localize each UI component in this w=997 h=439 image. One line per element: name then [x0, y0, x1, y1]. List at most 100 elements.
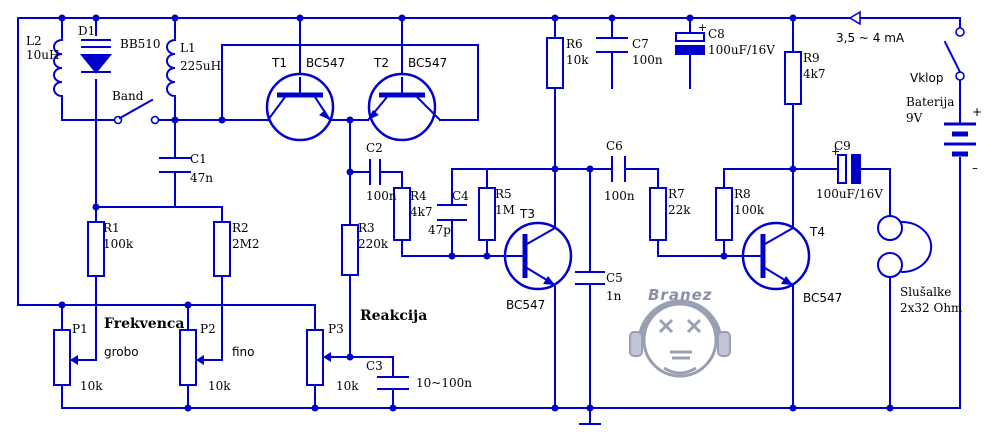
label-c4: C4 [452, 189, 469, 203]
label-p1: P1 [72, 322, 88, 336]
capacitor-c2 [369, 159, 381, 185]
label-c3-value: 10~100n [416, 376, 472, 390]
label-t3-type: BC547 [506, 298, 545, 312]
label-p2-value: 10k [208, 379, 231, 393]
label-r1: R1 [103, 221, 120, 235]
label-c6-value: 100n [604, 189, 635, 203]
capacitor-c3 [377, 376, 409, 390]
resistor-r7 [649, 187, 667, 241]
label-baterija-value: 9V [906, 111, 923, 125]
label-vklop: Vklop [910, 71, 943, 85]
transistor-t4 [741, 221, 811, 291]
resistor-r8 [715, 187, 733, 241]
svg-text:+: + [831, 145, 840, 158]
potentiometer-p2 [179, 329, 204, 386]
label-battery-minus: – [972, 161, 978, 175]
label-slusalke-value: 2x32 Ohm [900, 301, 963, 315]
power-switch [943, 27, 965, 81]
resistor-r4 [393, 187, 411, 241]
headphones-icon [877, 215, 933, 278]
label-c5-value: 1n [606, 289, 622, 303]
label-d1: D1 [78, 24, 95, 38]
label-r1-value: 100k [103, 237, 134, 251]
capacitor-c4 [437, 204, 467, 221]
label-r5-value: 1M [495, 203, 515, 217]
label-watermark: Branez [648, 286, 713, 304]
capacitor-c6 [611, 156, 626, 182]
label-c2-value: 100n [366, 189, 397, 203]
label-l1-value: 225uH [180, 59, 221, 73]
resistor-r5 [478, 187, 496, 241]
label-r7: R7 [668, 187, 685, 201]
label-p3-value: 10k [336, 379, 359, 393]
label-r4: R4 [410, 189, 427, 203]
resistor-r9 [784, 51, 802, 105]
resistor-r1 [87, 221, 105, 277]
label-fino: fino [232, 345, 255, 359]
label-t1-type: BC547 [306, 56, 345, 70]
label-p3: P3 [328, 322, 344, 336]
label-r9: R9 [803, 51, 820, 65]
label-r2: R2 [232, 221, 249, 235]
label-t3: T3 [519, 207, 535, 221]
label-r6: R6 [566, 37, 583, 51]
capacitor-c9: + [831, 145, 861, 184]
label-c1: C1 [190, 152, 207, 166]
label-c5: C5 [606, 271, 623, 285]
resistor-r2 [213, 221, 231, 277]
capacitor-c1 [159, 157, 191, 173]
label-band: Band [112, 89, 144, 103]
label-l2: L2 [26, 34, 42, 48]
current-arrow-icon [848, 10, 861, 26]
label-r5: R5 [495, 187, 512, 201]
label-grobo: grobo [104, 345, 139, 359]
label-c1-value: 47n [190, 171, 213, 185]
varicap-diode-d1 [79, 39, 113, 74]
junction-dots [58, 14, 894, 412]
label-r3-value: 220k [358, 237, 389, 251]
label-c9-value: 100uF/16V [816, 187, 883, 201]
label-r8: R8 [734, 187, 751, 201]
label-c8: C8 [708, 27, 725, 41]
label-c2: C2 [366, 141, 383, 155]
label-l2-value: 10uH [26, 48, 59, 62]
label-battery-plus: + [972, 105, 982, 119]
battery-icon [944, 122, 976, 157]
resistor-r6 [546, 37, 564, 89]
capacitor-c8: + [675, 21, 707, 55]
capacitor-c5 [575, 271, 605, 285]
label-c3: C3 [366, 359, 383, 373]
label-c6: C6 [606, 139, 623, 153]
label-r2-value: 2M2 [232, 237, 260, 251]
inductor-l2 [53, 38, 64, 98]
resistor-r3 [341, 224, 359, 276]
label-current: 3,5 ~ 4 mA [836, 31, 905, 45]
label-slusalke: Slušalke [900, 285, 951, 299]
label-t4-type: BC547 [803, 291, 842, 305]
label-baterija: Baterija [906, 95, 954, 109]
label-r4-value: 4k7 [410, 205, 433, 219]
label-r7-value: 22k [668, 203, 691, 217]
label-frekvenca: Frekvenca [104, 316, 185, 332]
component-labels: L2 10uH D1 BB510 L1 225uH Band C1 47n R1… [26, 24, 982, 393]
transistor-t3 [503, 221, 573, 291]
label-reakcija: Reakcija [360, 308, 427, 324]
branez-watermark-logo [629, 299, 731, 378]
label-p1-value: 10k [80, 379, 103, 393]
svg-text:+: + [698, 21, 707, 34]
capacitor-c7 [596, 37, 628, 53]
label-r3: R3 [358, 221, 375, 235]
label-c7-value: 100n [632, 53, 663, 67]
label-c9: C9 [834, 139, 851, 153]
label-p2: P2 [200, 322, 216, 336]
label-t4: T4 [809, 225, 825, 239]
label-t2-type: BC547 [408, 56, 447, 70]
transistor-t2 [366, 72, 442, 142]
transistor-t1 [265, 72, 335, 142]
resistors [87, 37, 802, 277]
label-c8-value: 100uF/16V [708, 43, 775, 57]
label-r9-value: 4k7 [803, 67, 826, 81]
label-l1: L1 [180, 41, 196, 55]
label-r8-value: 100k [734, 203, 765, 217]
